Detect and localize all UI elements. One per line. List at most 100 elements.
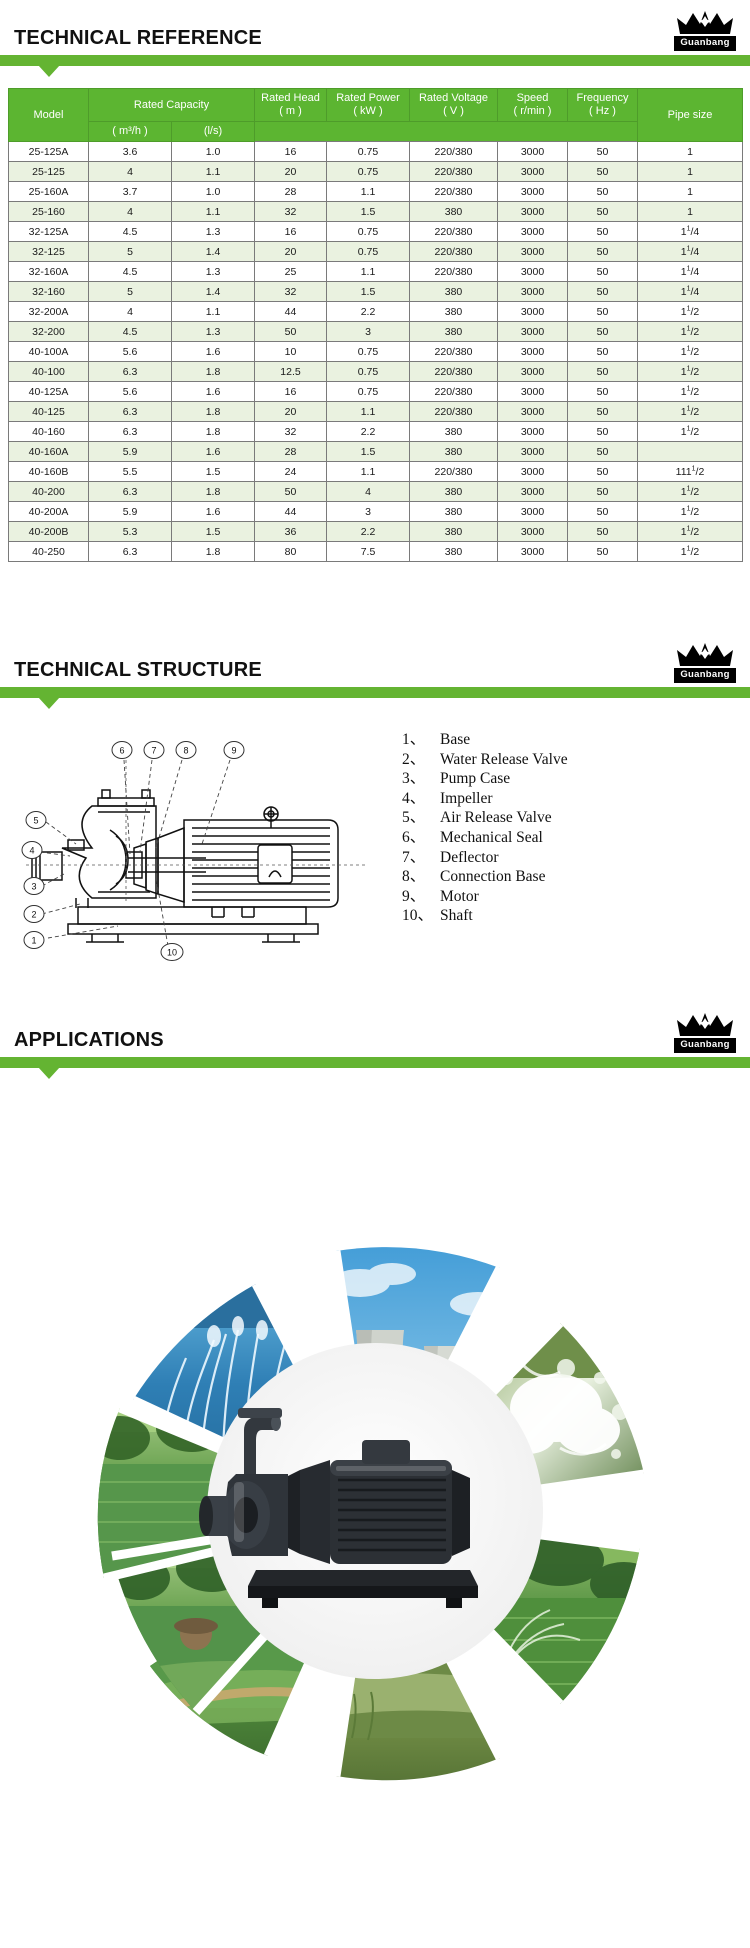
cell-frequency: 50 [567, 221, 638, 242]
cell-pipe-size: 11/4 [637, 241, 743, 262]
cell-speed: 3000 [497, 301, 568, 322]
section-arrow [38, 697, 60, 709]
cell-capacity-m3h: 3.7 [88, 181, 172, 202]
cell-pipe-size: 11/2 [637, 361, 743, 382]
cell-capacity-m3h: 5.3 [88, 521, 172, 542]
cell-capacity-ls: 1.6 [171, 381, 255, 402]
cell-pipe-size: 1 [637, 141, 743, 162]
col-rated-head-label: Rated Head [261, 92, 320, 104]
cell-rated-head: 28 [254, 441, 327, 462]
crown-icon [677, 11, 733, 34]
cell-speed: 3000 [497, 381, 568, 402]
cell-pipe-size: 11/2 [637, 481, 743, 502]
callout-9: 9 [231, 746, 236, 756]
part-list-item: 1、Base [402, 730, 732, 750]
cell-pipe-size: 11/2 [637, 381, 743, 402]
applications-pinwheel [97, 1247, 645, 1781]
cell-rated-voltage: 220/380 [409, 241, 498, 262]
cell-frequency: 50 [567, 261, 638, 282]
cell-rated-head: 80 [254, 541, 327, 562]
pump-product-image [199, 1408, 478, 1608]
cell-rated-head: 44 [254, 301, 327, 322]
col-rated-head: Rated Head ( m ) [254, 88, 327, 122]
callout-8: 8 [183, 746, 188, 756]
part-number: 9、 [402, 887, 426, 905]
callout-6: 6 [119, 746, 124, 756]
cell-capacity-ls: 1.0 [171, 181, 255, 202]
cell-rated-power: 1.5 [326, 281, 410, 302]
table-header-row-2: ( m³/h ) (l/s) [9, 121, 743, 142]
cell-model: 32-160 [8, 281, 89, 302]
part-list-item: 5、Air Release Valve [402, 808, 732, 828]
cell-rated-head: 20 [254, 241, 327, 262]
col-rated-power-label: Rated Power [336, 92, 400, 104]
spec-table-container: Model Rated Capacity Rated Head ( m ) Ra… [0, 66, 750, 562]
cell-model: 40-200A [8, 501, 89, 522]
cell-model: 40-200 [8, 481, 89, 502]
part-number: 8、 [402, 868, 426, 886]
cell-frequency: 50 [567, 281, 638, 302]
cell-pipe-size: 11/2 [637, 501, 743, 522]
cell-rated-power: 1.1 [326, 401, 410, 422]
brand-wordmark: Guanbang [674, 1038, 736, 1053]
cell-capacity-m3h: 5.9 [88, 441, 172, 462]
cell-rated-voltage: 220/380 [409, 361, 498, 382]
cell-pipe-size: 1 [637, 201, 743, 222]
cell-frequency: 50 [567, 361, 638, 382]
cell-frequency: 50 [567, 501, 638, 522]
cell-model: 40-160A [8, 441, 89, 462]
cell-capacity-m3h: 5.6 [88, 341, 172, 362]
cell-frequency: 50 [567, 201, 638, 222]
part-list-item: 9、 Motor [402, 887, 732, 907]
cell-speed: 3000 [497, 521, 568, 542]
cell-model: 32-125A [8, 221, 89, 242]
cell-pipe-size: 11/2 [637, 541, 743, 562]
cell-capacity-m3h: 6.3 [88, 401, 172, 422]
cell-speed: 3000 [497, 401, 568, 422]
cell-speed: 3000 [497, 421, 568, 442]
part-number: 6、 [402, 828, 426, 846]
cell-frequency: 50 [567, 301, 638, 322]
cell-capacity-m3h: 5 [88, 241, 172, 262]
part-number: 10、 [402, 907, 434, 925]
cell-rated-voltage: 380 [409, 481, 498, 502]
cell-pipe-size: 11/2 [637, 341, 743, 362]
cell-speed: 3000 [497, 441, 568, 462]
cell-capacity-m3h: 5.5 [88, 461, 172, 482]
cell-rated-voltage: 380 [409, 441, 498, 462]
cell-capacity-ls: 1.3 [171, 261, 255, 282]
cell-rated-power: 4 [326, 481, 410, 502]
cell-model: 25-160A [8, 181, 89, 202]
cell-frequency: 50 [567, 441, 638, 462]
part-number: 2、 [402, 750, 426, 768]
cell-frequency: 50 [567, 541, 638, 562]
cell-capacity-ls: 1.3 [171, 221, 255, 242]
part-label: Air Release Valve [440, 809, 552, 827]
section-arrow [38, 65, 60, 77]
cell-speed: 3000 [497, 181, 568, 202]
col-speed-unit: ( r/min ) [513, 105, 552, 117]
cell-model: 40-125A [8, 381, 89, 402]
part-label: Connection Base [440, 868, 546, 886]
cell-rated-voltage: 220/380 [409, 381, 498, 402]
callout-1: 1 [31, 936, 36, 946]
cell-speed: 3000 [497, 161, 568, 182]
cell-rated-voltage: 380 [409, 541, 498, 562]
col-capacity-m3h: ( m³/h ) [88, 121, 172, 142]
cell-model: 25-125A [8, 141, 89, 162]
cell-capacity-ls: 1.6 [171, 341, 255, 362]
cell-model: 25-160 [8, 201, 89, 222]
cell-rated-power: 2.2 [326, 301, 410, 322]
part-label: Motor [440, 887, 479, 905]
cell-rated-power: 1.5 [326, 441, 410, 462]
crown-icon [677, 1013, 733, 1036]
col-frequency: Frequency ( Hz ) [567, 88, 638, 122]
